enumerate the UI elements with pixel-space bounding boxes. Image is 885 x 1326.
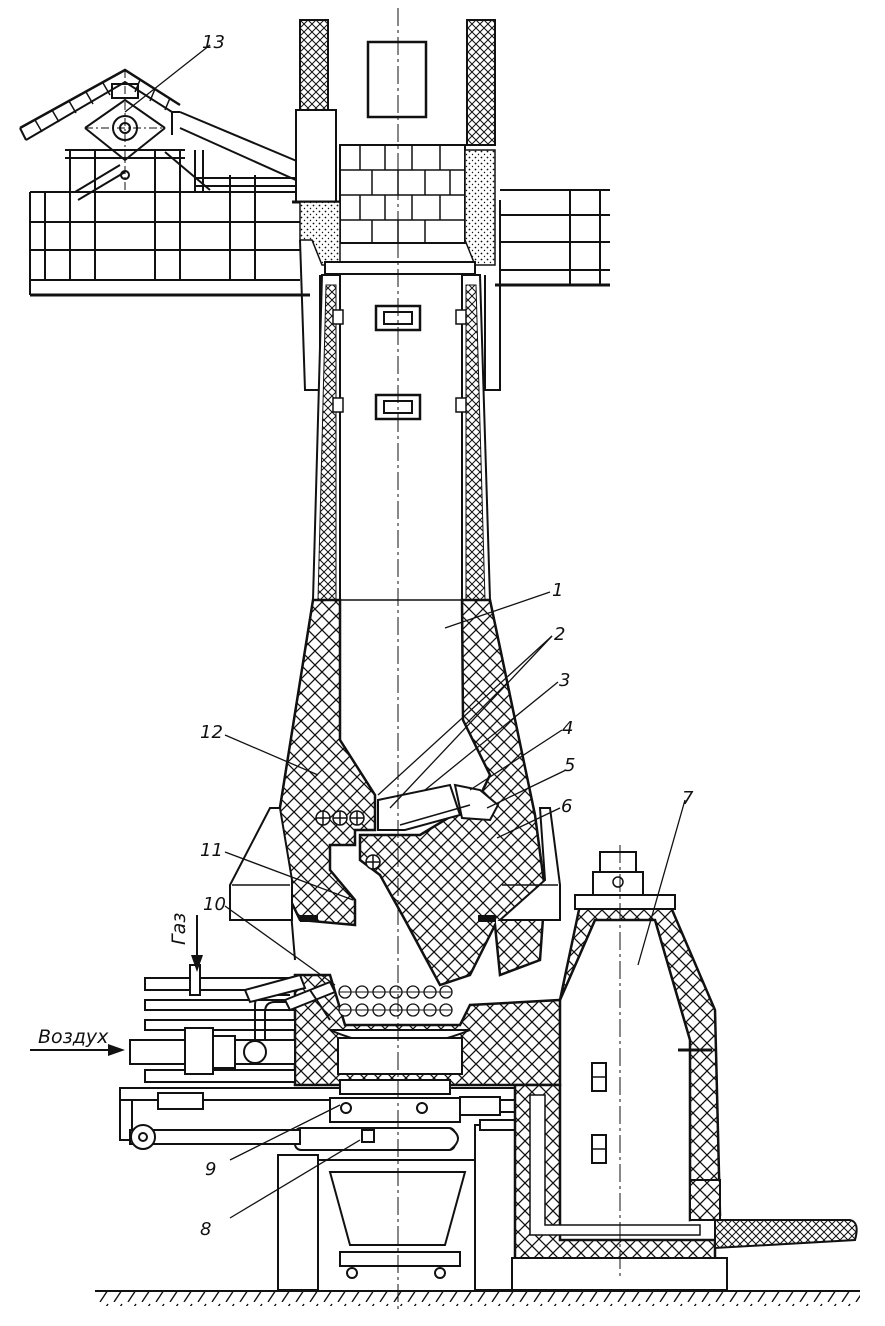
label-7: 7: [682, 788, 694, 809]
shaft-top: [292, 19, 496, 275]
air-arrow: [30, 1044, 125, 1056]
label-13: 13: [202, 32, 225, 53]
regenerator-chamber: [558, 851, 722, 1225]
label-3: 3: [559, 670, 570, 691]
label-8: 8: [200, 1219, 211, 1240]
center-lines: [397, 8, 621, 1310]
ground: [95, 1290, 860, 1306]
label-6: 6: [561, 796, 572, 817]
gas-label: Газ: [168, 913, 190, 945]
label-5: 5: [564, 755, 575, 776]
label-1: 1: [552, 580, 563, 601]
label-12: 12: [200, 722, 223, 743]
hopper-shingles: [34, 79, 171, 133]
combustion-zone: [293, 973, 562, 1087]
gas-arrow: [191, 915, 203, 972]
callout-labels: 1 2 3 4 5 6 7 8 9 10 11 12 13 Газ Воздух: [38, 32, 694, 1240]
air-label: Воздух: [38, 1026, 109, 1048]
flue-duct: [511, 1083, 858, 1291]
label-4: 4: [562, 718, 573, 739]
right-platform: [495, 189, 610, 287]
discharge-mechanism: [119, 1079, 541, 1151]
label-11: 11: [200, 840, 223, 861]
charging-platform: [19, 68, 331, 297]
label-9: 9: [205, 1159, 216, 1180]
label-10: 10: [203, 894, 226, 915]
lower-lining: [229, 598, 561, 987]
label-2: 2: [554, 624, 565, 645]
gas-air-piping: [129, 964, 337, 1083]
leader-lines: [124, 44, 686, 1219]
